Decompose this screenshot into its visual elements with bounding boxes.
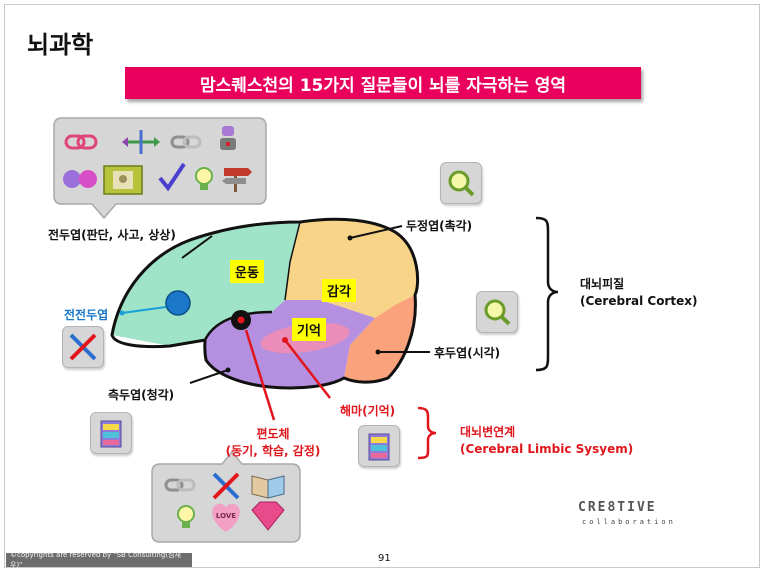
prefrontal-marker (165, 290, 191, 316)
amygdala-title: 편도체 (256, 427, 290, 441)
memory-tag: 기억 (292, 318, 326, 341)
magnifier-icon (448, 170, 475, 197)
cortex-title: 대뇌피질 (580, 277, 625, 291)
cortex-bracket (535, 216, 559, 372)
amygdala-label: 편도체 (동기, 학습, 감정) (210, 426, 336, 460)
check-mark-icon (158, 162, 186, 192)
parietal-lobe-region (285, 219, 418, 318)
magnifier-icon-card (440, 162, 482, 204)
photo-frame-icon (103, 165, 143, 195)
magnifier-icon (484, 299, 511, 326)
amygdala-subtitle: (동기, 학습, 감정) (225, 444, 321, 458)
slide-title: 뇌과학 (27, 31, 94, 59)
file-cabinet-icon (368, 433, 390, 461)
open-book-icon (251, 475, 285, 499)
parietal-lobe-label: 두정엽(촉각) (406, 219, 473, 233)
page-number: 91 (378, 553, 391, 564)
temporal-lobe-label: 측두엽(청각) (108, 388, 175, 402)
tools-icon-card (62, 326, 104, 368)
cabinet-icon-card (358, 425, 400, 467)
cortex-label: 대뇌피질 (Cerebral Cortex) (580, 276, 697, 310)
title-banner: 맘스퀘스천의 15가지 질문들이 뇌를 자극하는 영역 (125, 67, 641, 99)
signpost-icon (222, 168, 252, 192)
motor-tag: 운동 (230, 260, 264, 283)
gem-icon (251, 501, 285, 531)
tools-icon (212, 472, 240, 500)
chain-icon (164, 478, 196, 492)
cabinet-icon-card (90, 412, 132, 454)
limbic-label: 대뇌변연계 (Cerebral Limbic Sysyem) (460, 424, 633, 458)
mirror-icon (63, 170, 97, 188)
robot-icon (220, 126, 236, 150)
sensory-tag: 감각 (322, 279, 356, 302)
cortex-subtitle: (Cerebral Cortex) (580, 294, 698, 308)
chain-link-icon (64, 134, 98, 150)
hippocampus-label: 해마(기억) (340, 404, 396, 418)
limbic-bracket (417, 406, 437, 460)
logo-subtitle: collaboration (582, 518, 676, 526)
logo-word: CRE8TIVE (578, 500, 657, 515)
occipital-lobe-label: 후두엽(시각) (434, 346, 501, 360)
lightbulb-icon (195, 167, 213, 190)
brain-outline (110, 217, 420, 390)
file-cabinet-icon (100, 420, 122, 448)
prefrontal-label: 전전두엽 (64, 308, 109, 322)
copyright-notice: ©copyrights are reserved by "SB Consulti… (6, 551, 192, 569)
limbic-title: 대뇌변연계 (460, 425, 516, 439)
occipital-lobe-region (344, 295, 416, 383)
chain-icon (170, 135, 202, 149)
cross-arrows-icon (122, 130, 160, 154)
lightbulb-icon (177, 505, 195, 528)
frontal-lobe-label: 전두엽(판단, 사고, 상상) (48, 228, 176, 242)
tools-icon (69, 333, 97, 361)
limbic-subtitle: (Cerebral Limbic Sysyem) (460, 442, 634, 456)
magnifier-icon-card (476, 291, 518, 333)
love-text: LOVE (216, 512, 236, 520)
love-heart-icon (212, 503, 240, 532)
